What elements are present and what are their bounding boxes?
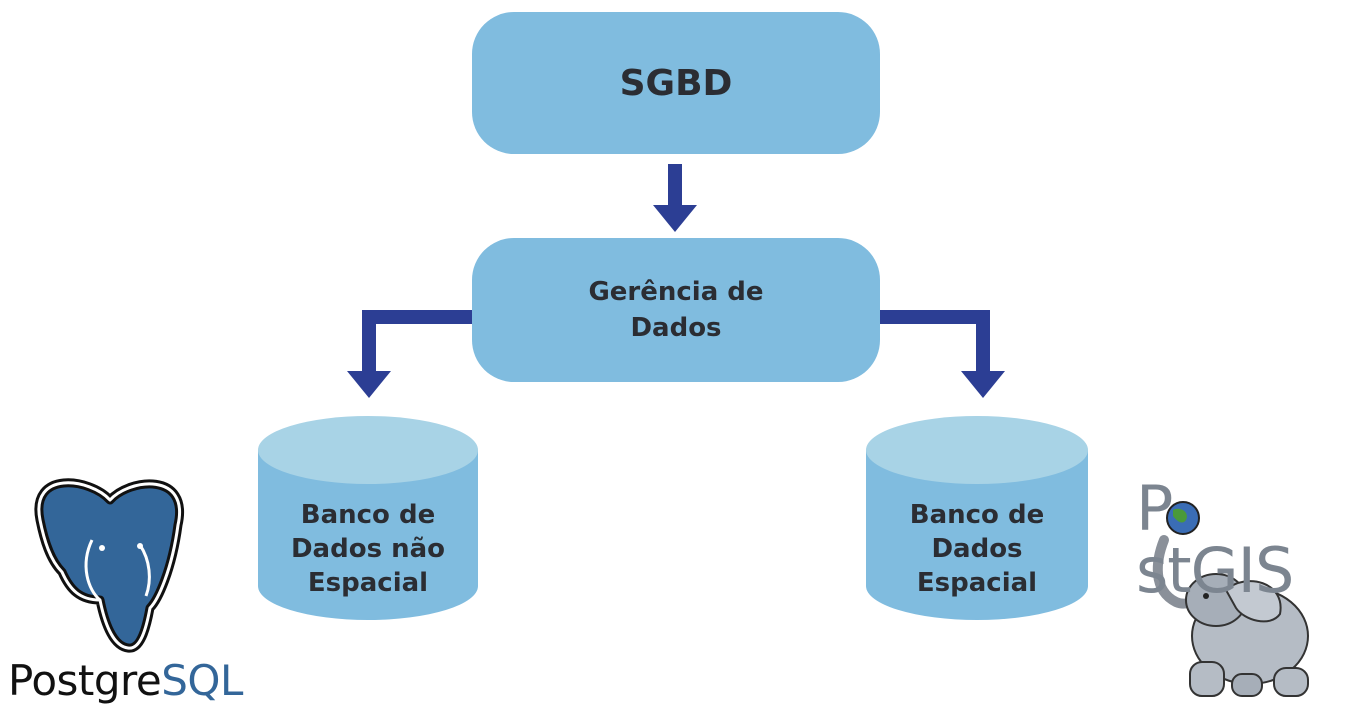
postgresql-logo-text: PostgreSQL [8, 656, 243, 705]
postgis-logo-text: PstGIS [1136, 478, 1365, 602]
elephant-head-icon [34, 478, 185, 653]
elephant-globe-icon [1152, 501, 1309, 697]
postgis-text-part1: P [1136, 472, 1173, 545]
postgresql-text-part1: Postgre [8, 656, 162, 705]
postgis-text-part2: stGIS [1136, 534, 1294, 607]
arrow-gerencia-to-left-db [347, 310, 474, 398]
arrow-sgbd-to-gerencia [653, 164, 697, 232]
gerencia-de-dados-box: Gerência de Dados [472, 238, 880, 382]
sgbd-label: SGBD [619, 62, 733, 104]
database-cylinder-right [866, 416, 1088, 620]
arrow-gerencia-to-right-db [878, 310, 1005, 398]
postgresql-text-part2: SQL [161, 656, 243, 705]
sgbd-box: SGBD [472, 12, 880, 154]
banco-dados-nao-espacial-label: Banco de Dados não Espacial [290, 500, 446, 598]
gerencia-de-dados-label: Gerência de Dados [588, 276, 764, 343]
database-cylinder-left [258, 416, 478, 620]
banco-dados-espacial-label: Banco de Dados Espacial [909, 500, 1045, 598]
